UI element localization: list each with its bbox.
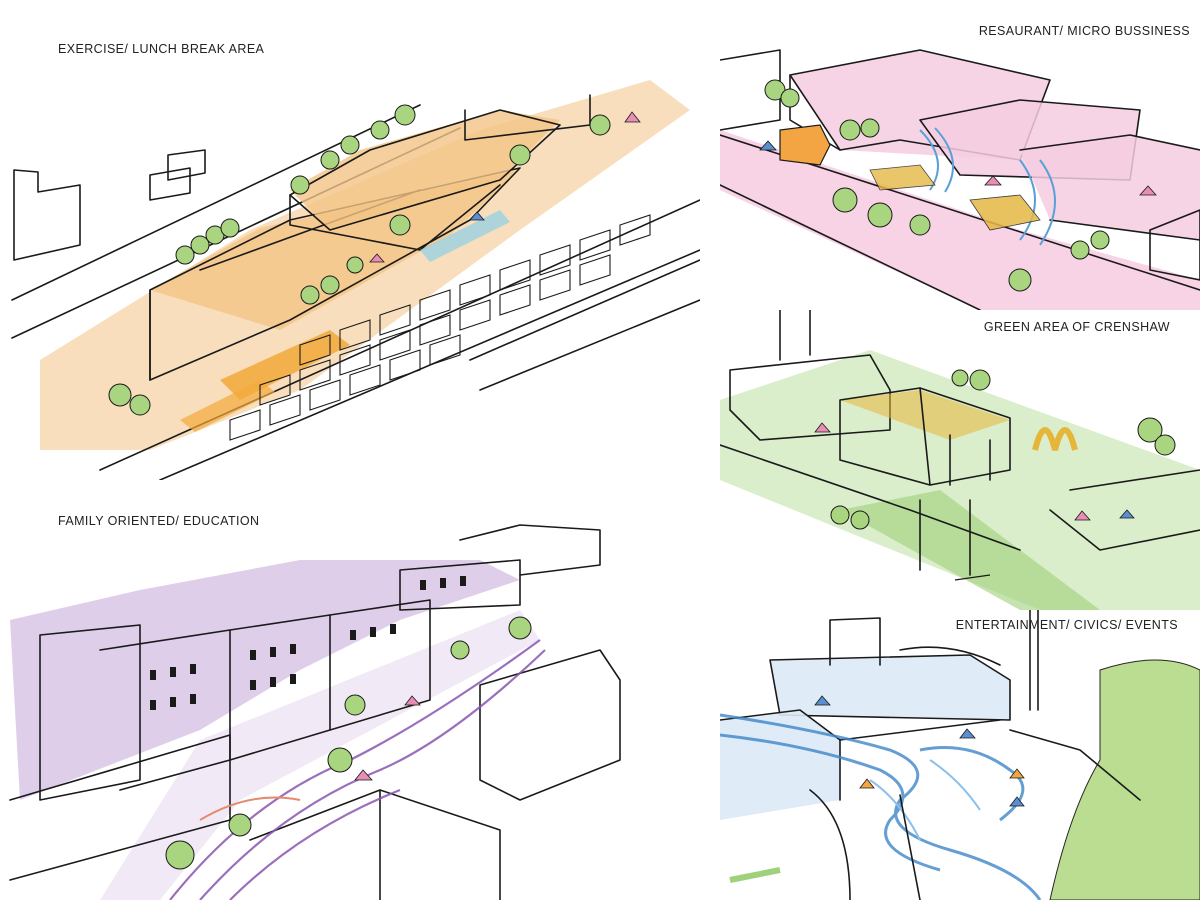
umbrella-icon [354,695,421,781]
panel-title-exercise: EXERCISE/ LUNCH BREAK AREA [58,42,265,56]
umbrella-icon [814,695,1025,807]
tree-icon [830,369,1176,530]
sketch-restaurant-micro-business: RESAURANT/ MICRO BUSSINESS [720,0,1200,310]
sketch-entertainment-civics-events: ENTERTAINMENT/ CIVICS/ EVENTS [720,610,1200,900]
green-sketch-drawing [720,310,1200,610]
panel-title-family: FAMILY ORIENTED/ EDUCATION [58,514,260,528]
sketch-green-area-crenshaw: GREEN AREA OF CRENSHAW [720,310,1200,610]
restaurant-sketch-drawing [720,49,1200,310]
golden-arches-icon [1032,427,1078,451]
entertainment-sketch-drawing [720,610,1200,900]
sketch-family-oriented-education: FAMILY ORIENTED/ EDUCATION [0,500,710,900]
panel-title-entertainment: ENTERTAINMENT/ CIVICS/ EVENTS [955,618,1178,632]
family-sketch-drawing [9,524,621,900]
tree-icon [108,104,611,416]
umbrella-icon [759,140,1157,196]
umbrella-icon [369,111,641,263]
umbrella-icon [814,422,1135,521]
exercise-sketch-drawing [11,80,700,480]
panel-title-restaurant: RESAURANT/ MICRO BUSSINESS [978,24,1190,38]
tree-icon [764,79,1110,292]
tree-icon [165,616,532,870]
sketch-exercise-lunch-break-area: EXERCISE/ LUNCH BREAK AREA [0,0,700,480]
panel-title-green: GREEN AREA OF CRENSHAW [983,320,1170,334]
